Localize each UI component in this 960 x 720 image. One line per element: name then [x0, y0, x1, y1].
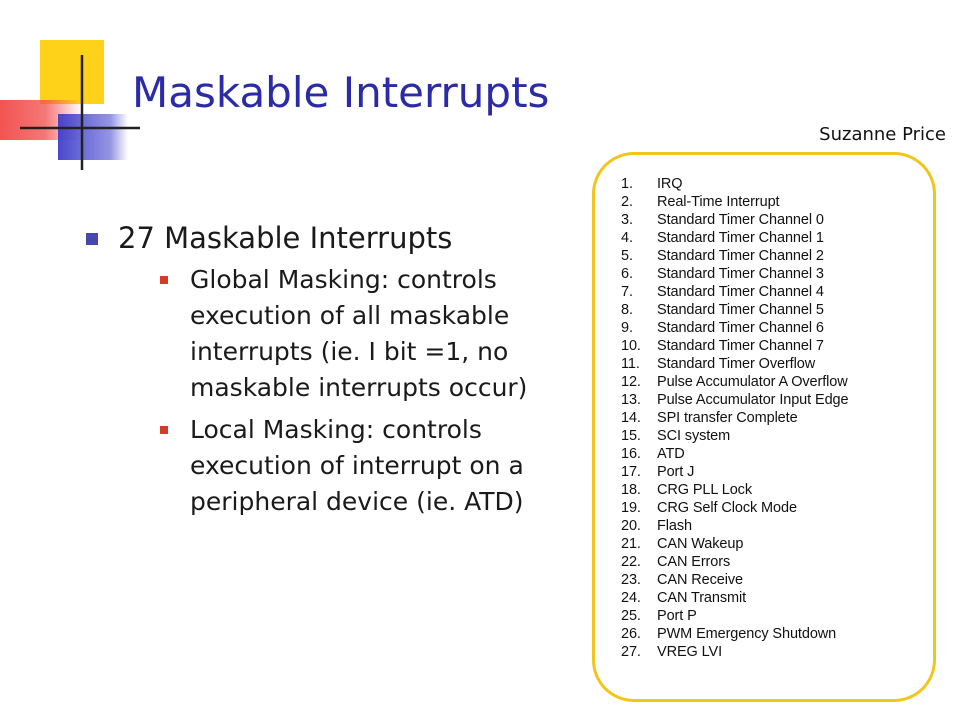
interrupt-label: Standard Timer Channel 6	[657, 320, 824, 336]
interrupt-number: 23.	[621, 572, 641, 588]
interrupt-label: PWM Emergency Shutdown	[657, 626, 837, 642]
interrupt-number: 4.	[621, 230, 633, 246]
interrupt-label: IRQ	[657, 176, 683, 192]
interrupt-label: Standard Timer Channel 5	[657, 302, 824, 318]
interrupt-label: Port P	[657, 608, 697, 624]
interrupt-number: 9.	[621, 320, 633, 336]
interrupt-item: 26. PWM Emergency Shutdown	[621, 625, 933, 643]
interrupt-label: Standard Timer Channel 1	[657, 230, 824, 246]
interrupt-number: 18.	[621, 482, 641, 498]
interrupt-label: Real-Time Interrupt	[657, 194, 780, 210]
interrupt-number: 21.	[621, 536, 641, 552]
main-bullet-text: 27 Maskable Interrupts	[118, 221, 453, 255]
interrupt-item: 27. VREG LVI	[621, 643, 933, 661]
interrupt-label: CAN Transmit	[657, 590, 747, 606]
interrupt-item: 5. Standard Timer Channel 2	[621, 247, 933, 265]
interrupt-number: 14.	[621, 410, 641, 426]
interrupt-list: 1. IRQ 2. Real-Time Interrupt 3. Standard Tim…	[621, 175, 933, 661]
interrupt-label: Pulse Accumulator Input Edge	[657, 392, 849, 408]
interrupt-label: Flash	[657, 518, 692, 534]
interrupt-label: CRG PLL Lock	[657, 482, 752, 498]
slide-title: Maskable Interrupts	[132, 68, 550, 117]
interrupt-item: 11. Standard Timer Overflow	[621, 355, 933, 373]
interrupt-item: 23. CAN Receive	[621, 571, 933, 589]
interrupt-number: 5.	[621, 248, 633, 264]
interrupt-label: SPI transfer Complete	[657, 410, 798, 426]
interrupt-list-box: 1. IRQ 2. Real-Time Interrupt 3. Standard Tim…	[592, 152, 936, 702]
interrupt-item: 6. Standard Timer Channel 3	[621, 265, 933, 283]
bullet-list: 27 Maskable Interrupts Global Masking: c…	[86, 218, 556, 526]
interrupt-number: 12.	[621, 374, 641, 390]
interrupt-item: 4. Standard Timer Channel 1	[621, 229, 933, 247]
interrupt-number: 1.	[621, 176, 633, 192]
logo-blue-block	[58, 114, 128, 160]
interrupt-label: Standard Timer Channel 4	[657, 284, 824, 300]
interrupt-number: 24.	[621, 590, 641, 606]
interrupt-label: SCI system	[657, 428, 731, 444]
interrupt-number: 20.	[621, 518, 641, 534]
interrupt-number: 22.	[621, 554, 641, 570]
main-bullet: 27 Maskable Interrupts Global Masking: c…	[86, 218, 556, 520]
interrupt-label: VREG LVI	[657, 644, 723, 660]
interrupt-label: Standard Timer Channel 3	[657, 266, 824, 282]
interrupt-label: Pulse Accumulator A Overflow	[657, 374, 848, 390]
interrupt-item: 8. Standard Timer Channel 5	[621, 301, 933, 319]
interrupt-item: 12. Pulse Accumulator A Overflow	[621, 373, 933, 391]
interrupt-label: CAN Receive	[657, 572, 743, 588]
interrupt-label: CAN Wakeup	[657, 536, 744, 552]
interrupt-number: 17.	[621, 464, 641, 480]
interrupt-item: 1. IRQ	[621, 175, 933, 193]
interrupt-number: 25.	[621, 608, 641, 624]
sub-bullet-list: Global Masking: controls execution of al…	[118, 262, 556, 520]
interrupt-label: CRG Self Clock Mode	[657, 500, 797, 516]
sub-bullet-local-masking: Local Masking: controls execution of int…	[160, 412, 556, 520]
interrupt-item: 17. Port J	[621, 463, 933, 481]
interrupt-label: CAN Errors	[657, 554, 731, 570]
interrupt-number: 10.	[621, 338, 641, 354]
interrupt-number: 2.	[621, 194, 633, 210]
interrupt-item: 22. CAN Errors	[621, 553, 933, 571]
interrupt-number: 11.	[621, 356, 640, 372]
interrupt-item: 3. Standard Timer Channel 0	[621, 211, 933, 229]
interrupt-item: 15. SCI system	[621, 427, 933, 445]
logo-yellow-block	[40, 40, 104, 104]
interrupt-label: Standard Timer Channel 7	[657, 338, 824, 354]
interrupt-label: Standard Timer Overflow	[657, 356, 816, 372]
interrupt-item: 10. Standard Timer Channel 7	[621, 337, 933, 355]
sub-bullet-global-masking: Global Masking: controls execution of al…	[160, 262, 556, 406]
interrupt-number: 7.	[621, 284, 633, 300]
interrupt-number: 8.	[621, 302, 633, 318]
interrupt-label: ATD	[657, 446, 685, 462]
slide-logo-graphic	[0, 40, 140, 170]
interrupt-number: 13.	[621, 392, 641, 408]
interrupt-label: Standard Timer Channel 0	[657, 212, 824, 228]
interrupt-number: 19.	[621, 500, 641, 516]
interrupt-number: 16.	[621, 446, 641, 462]
interrupt-number: 3.	[621, 212, 633, 228]
author-name: Suzanne Price	[819, 124, 946, 145]
interrupt-item: 21. CAN Wakeup	[621, 535, 933, 553]
interrupt-item: 20. Flash	[621, 517, 933, 535]
interrupt-item: 9. Standard Timer Channel 6	[621, 319, 933, 337]
interrupt-item: 13. Pulse Accumulator Input Edge	[621, 391, 933, 409]
interrupt-number: 27.	[621, 644, 641, 660]
interrupt-label: Port J	[657, 464, 695, 480]
interrupt-number: 26.	[621, 626, 641, 642]
interrupt-item: 18. CRG PLL Lock	[621, 481, 933, 499]
interrupt-item: 16. ATD	[621, 445, 933, 463]
interrupt-item: 24. CAN Transmit	[621, 589, 933, 607]
interrupt-item: 2. Real-Time Interrupt	[621, 193, 933, 211]
interrupt-label: Standard Timer Channel 2	[657, 248, 824, 264]
interrupt-number: 15.	[621, 428, 641, 444]
interrupt-item: 7. Standard Timer Channel 4	[621, 283, 933, 301]
interrupt-item: 19. CRG Self Clock Mode	[621, 499, 933, 517]
interrupt-item: 14. SPI transfer Complete	[621, 409, 933, 427]
interrupt-item: 25. Port P	[621, 607, 933, 625]
interrupt-number: 6.	[621, 266, 633, 282]
